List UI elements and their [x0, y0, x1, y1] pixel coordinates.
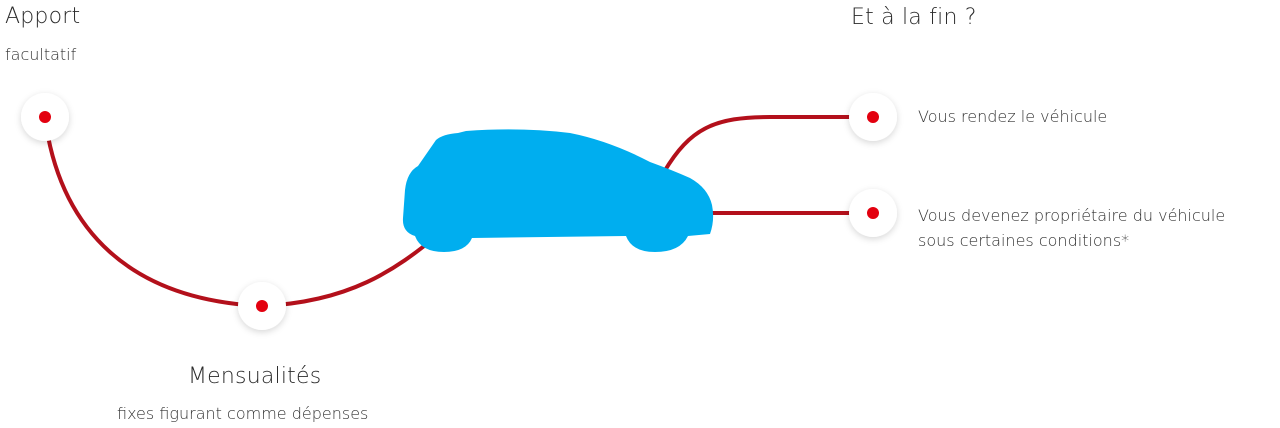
mensualites-subtitle: fixes figurant comme dépenses	[117, 404, 369, 423]
path-car-to-return	[662, 115, 875, 174]
apport-title: Apport	[5, 4, 81, 29]
option-return-vehicle-line1: Vous rendez le véhicule	[918, 107, 1108, 126]
end-of-contract-title: Et à la fin ?	[851, 5, 977, 30]
option-return-vehicle: Vous rendez le véhicule	[918, 104, 1107, 129]
red-dot-icon	[867, 207, 879, 219]
red-dot-icon	[39, 111, 51, 123]
path-apport-to-mensualites	[43, 116, 264, 308]
node-return-vehicle	[849, 93, 897, 141]
mensualites-title: Mensualités	[188, 364, 322, 389]
node-mensualites	[238, 282, 286, 330]
option-own-vehicle: Vous devenez propriétaire du véhicule so…	[918, 203, 1225, 253]
option-own-vehicle-line2: sous certaines conditions*	[918, 231, 1130, 250]
path-mensualites-to-car	[260, 233, 440, 308]
car-silhouette-icon	[402, 129, 714, 252]
option-own-vehicle-line1: Vous devenez propriétaire du véhicule	[918, 206, 1226, 225]
node-apport	[21, 93, 69, 141]
red-dot-icon	[256, 300, 268, 312]
red-dot-icon	[867, 111, 879, 123]
node-own-vehicle	[849, 189, 897, 237]
apport-subtitle: facultatif	[5, 45, 77, 64]
